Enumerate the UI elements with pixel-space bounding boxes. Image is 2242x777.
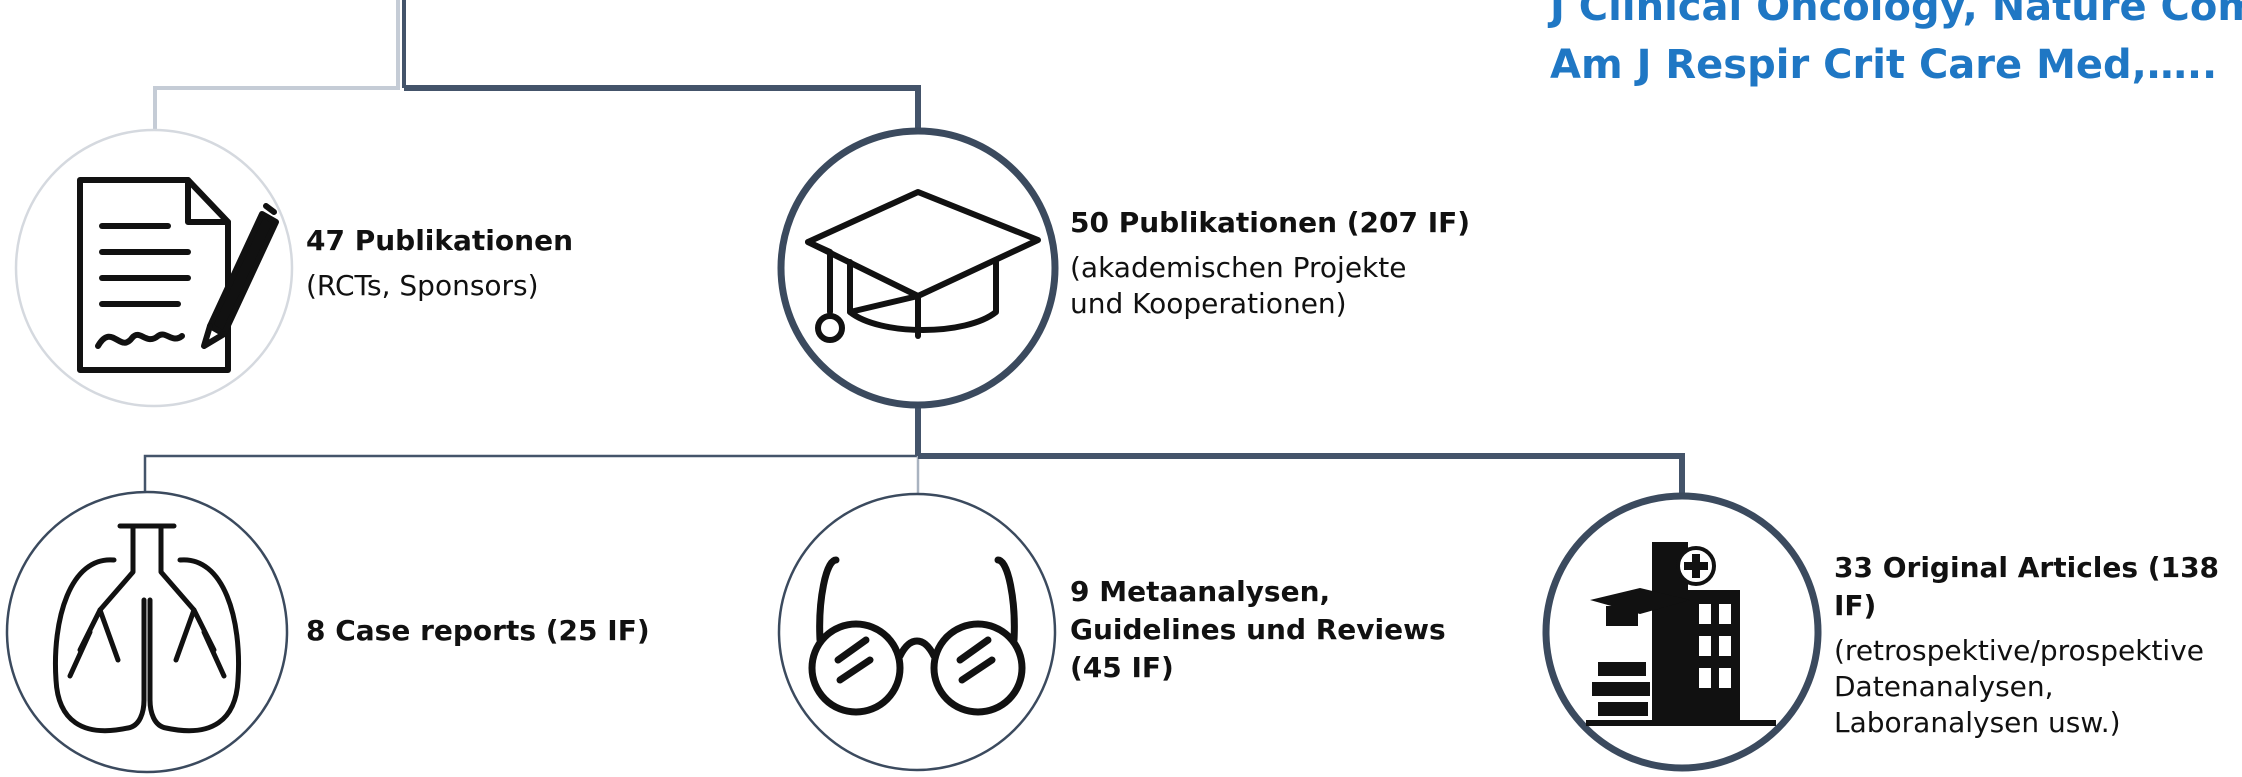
hospital-research-icon (1586, 542, 1776, 726)
sponsored-title: 47 Publikationen (306, 224, 573, 257)
meta-label: 9 Metaanalysen, Guidelines und Reviews (… (1070, 573, 1446, 687)
glasses-icon (808, 556, 1026, 716)
contract-signing-icon (77, 177, 279, 373)
original-subtitle-1: (retrospektive/prospektive (1834, 634, 2205, 667)
sponsored-subtitle: (RCTs, Sponsors) (306, 269, 539, 302)
case-reports-label: 8 Case reports (25 IF) (306, 612, 650, 650)
meta-title-1: 9 Metaanalysen, (1070, 575, 1331, 608)
meta-circle (777, 492, 1057, 772)
journal-list: J Clinical Oncology, Nature Com Am J Res… (1550, 0, 2242, 94)
connector-light-branch (153, 86, 398, 130)
academic-circle (777, 127, 1059, 409)
meta-title-3: (45 IF) (1070, 651, 1174, 684)
original-title: 33 Original Articles (138 IF) (1834, 551, 2220, 622)
connectors (143, 0, 1685, 500)
case-reports-title: 8 Case reports (25 IF) (306, 614, 650, 647)
academic-subtitle-1: (akademischen Projekte (1070, 251, 1407, 284)
journal-line-2: Am J Respir Crit Care Med,….. (1550, 42, 2218, 88)
connector-thick-right (918, 453, 1685, 496)
graduation-cap-icon (805, 189, 1041, 343)
lungs-icon (52, 523, 242, 734)
original-subtitle-3: Laboranalysen usw.) (1834, 706, 2121, 739)
academic-subtitle-2: und Kooperationen) (1070, 287, 1347, 320)
sponsored-label: 47 Publikationen (RCTs, Sponsors) (306, 222, 573, 304)
original-label: 33 Original Articles (138 IF) (retrospek… (1834, 549, 2242, 741)
academic-label: 50 Publikationen (207 IF) (akademischen … (1070, 204, 1470, 322)
original-subtitle-2: Datenanalysen, (1834, 670, 2054, 703)
meta-title-2: Guidelines und Reviews (1070, 613, 1446, 646)
connector-thin-left (143, 454, 918, 500)
case-reports-circle (5, 490, 289, 774)
academic-title: 50 Publikationen (207 IF) (1070, 206, 1471, 239)
journal-line-1: J Clinical Oncology, Nature Com (1550, 0, 2242, 30)
connector-dark-branch (404, 85, 921, 128)
